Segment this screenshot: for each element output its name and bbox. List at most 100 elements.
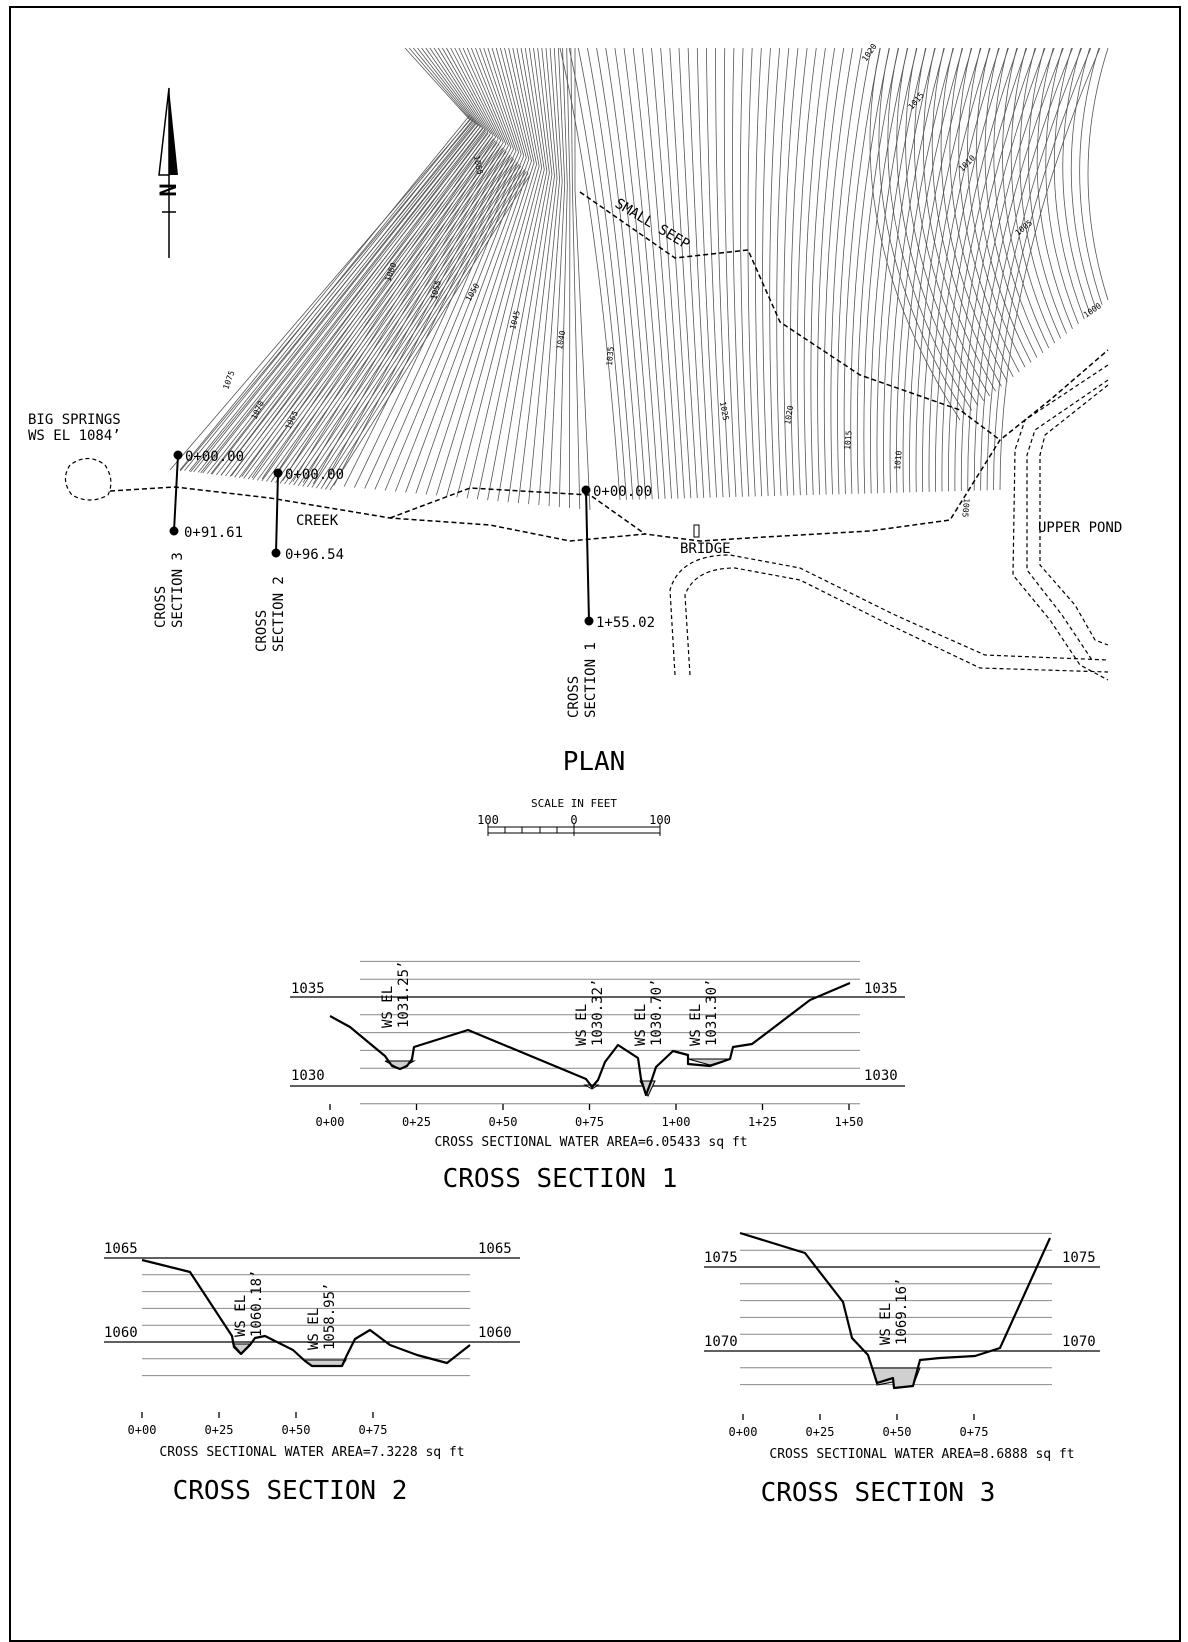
- contour-line: [179, 47, 474, 472]
- contour-line: [887, 47, 973, 411]
- cs1-elev-left-bottom: 1030: [291, 1068, 325, 1084]
- upper-pond-label: UPPER POND: [1038, 520, 1122, 536]
- contour-line: [333, 47, 512, 486]
- contour-line: [641, 47, 679, 499]
- contour-line: [984, 47, 1038, 358]
- contour-line: [1019, 47, 1062, 339]
- contour-line: [669, 47, 698, 498]
- contour-line: [935, 47, 1009, 492]
- section-2-name-line1: CROSS: [254, 610, 270, 652]
- section-1-start: 0+00.00: [593, 484, 652, 500]
- contour-line: [623, 47, 666, 499]
- cs3-elev-left-top: 1075: [704, 1250, 738, 1266]
- scale-tick-left: 100: [477, 813, 499, 827]
- contour-line: [566, 47, 571, 509]
- contour-line: [261, 147, 504, 482]
- cs1-ws-label-3-line1: WS EL: [633, 1004, 649, 1046]
- contour-line: [256, 145, 502, 481]
- contour-line: [517, 47, 558, 504]
- contour-line: [343, 47, 514, 487]
- contour-line: [243, 140, 496, 479]
- contour-line: [823, 47, 854, 495]
- contour-line: [1028, 47, 1067, 334]
- cs1-title: CROSS SECTION 1: [443, 1164, 678, 1194]
- contour-line: [425, 47, 535, 495]
- contour-line: [197, 122, 478, 473]
- station-label: 0+25: [806, 1425, 835, 1439]
- contour-line: [507, 47, 555, 503]
- contour-line: [732, 47, 743, 497]
- contour-line: [297, 162, 518, 486]
- contour-line: [446, 47, 540, 497]
- contour-line: [850, 47, 890, 494]
- upper-pond-shore: [1039, 384, 1109, 646]
- contour-line: [660, 47, 692, 499]
- contour-line: [790, 47, 808, 496]
- contour-line: [986, 47, 1083, 491]
- contour-line: [548, 47, 566, 507]
- section-3-end: 0+91.61: [184, 525, 243, 541]
- contour-line: [184, 116, 473, 471]
- cs2-ground-profile: [141, 1258, 471, 1368]
- section-1-end: 1+55.02: [596, 615, 655, 631]
- contour-label: 1035: [605, 346, 616, 366]
- cs1-elev-left-top: 1035: [291, 981, 325, 997]
- cs3-elev-right-top: 1075: [1062, 1250, 1096, 1266]
- contour-line: [282, 47, 499, 481]
- cs3-elev-right-bottom: 1070: [1062, 1334, 1096, 1350]
- contour-line: [949, 47, 1014, 377]
- plan-title: PLAN: [563, 747, 626, 777]
- cs3-area-caption: CROSS SECTIONAL WATER AREA=8.6888 sq ft: [769, 1447, 1074, 1462]
- contour-line: [837, 47, 872, 495]
- station-label: 0+00: [729, 1425, 758, 1439]
- contour-label: 1015: [843, 430, 854, 450]
- station-label: 0+75: [359, 1423, 388, 1437]
- station-label: 1+50: [835, 1115, 864, 1129]
- contour-line: [275, 152, 509, 483]
- contour-line: [231, 47, 486, 477]
- contour-line: [292, 47, 502, 482]
- contour-line: [456, 47, 543, 498]
- contour-line: [497, 47, 553, 502]
- contour-label: 1005: [960, 498, 971, 518]
- contour-line: [614, 47, 660, 500]
- contour-line: [896, 47, 954, 493]
- contour-line: [587, 47, 640, 500]
- contour-line: [266, 149, 505, 482]
- contour-line: [487, 47, 550, 501]
- road-edge-inner: [684, 567, 1109, 676]
- contour-line: [915, 47, 982, 493]
- contour-line: [251, 47, 491, 479]
- contour-line: [817, 47, 845, 495]
- contour-line: [696, 47, 718, 498]
- contour-line: [762, 47, 771, 497]
- contour-line: [870, 47, 918, 494]
- contour-line: [247, 142, 498, 480]
- contour-line: [769, 47, 781, 496]
- station-label: 0+00: [316, 1115, 345, 1129]
- contour-line: [559, 47, 621, 501]
- contour-line: [374, 47, 522, 490]
- contour-line: [270, 151, 507, 483]
- contour-line: [169, 47, 471, 471]
- scale-tick-right: 100: [649, 813, 671, 827]
- cs1-ws-label-3-line2: 1030.70’: [649, 979, 665, 1046]
- cs2-ws-label-2-line2: 1058.95’: [322, 1283, 338, 1350]
- contour-line: [651, 47, 685, 499]
- contour-line: [306, 165, 522, 488]
- big-springs-el-label: WS EL 1084’: [28, 428, 121, 444]
- creek-label: CREEK: [296, 513, 339, 529]
- contour-line: [747, 47, 756, 497]
- contour-line: [538, 47, 563, 506]
- contour-line: [302, 163, 520, 487]
- cs3-ws-label-1-line1: WS EL: [878, 1303, 894, 1345]
- cs2-title: CROSS SECTION 2: [173, 1476, 408, 1506]
- contour-line: [706, 47, 724, 498]
- section-2-line: 0+00.00 0+96.54 CROSS SECTION 2: [254, 467, 344, 652]
- section-3-line: 0+00.00 0+91.61 CROSS SECTION 3: [153, 449, 244, 628]
- contour-line: [323, 47, 509, 485]
- cross-section-2: 1065 1065 1060 1060 WS EL 1060.18’ WS EL…: [104, 1241, 520, 1506]
- station-label: 1+00: [662, 1115, 691, 1129]
- cs1-ground-profile: [329, 981, 851, 1097]
- contour-line: [999, 47, 1101, 491]
